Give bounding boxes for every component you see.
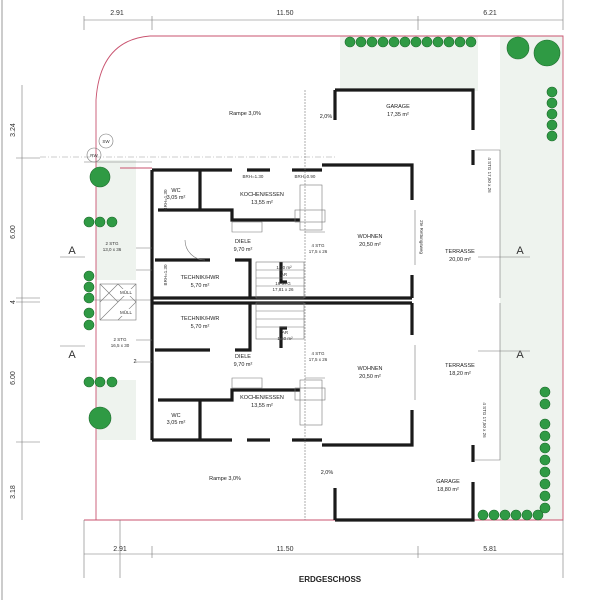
terrace-top-name: TERRASSE [445, 249, 475, 255]
wc-bottom-area: 3,05 m² [167, 420, 186, 426]
garage-top-area: 17,35 m² [387, 112, 409, 118]
terrace-bottom-name: TERRASSE [445, 363, 475, 369]
dim-top-1: 2.91 [110, 10, 124, 17]
dim-left-3: 4 [10, 300, 17, 304]
garden-stairs-top: 4 STG 17,50 x 26 [487, 157, 492, 193]
house-top-labels: Rampe 3,0% 2,0% GARAGE 17,35 m² BRH=1.30… [103, 104, 492, 292]
slope-top: 2,0% [320, 114, 333, 120]
brh-top-2: BRH=1.30 [163, 189, 168, 210]
section-marker-left-bottom: A [68, 349, 76, 361]
dim-bottom-1: 2.91 [113, 546, 127, 553]
kitchen-bottom-area: 13,55 m² [251, 403, 273, 409]
marker-rw-label: RW [90, 153, 98, 158]
storage-top-area: 1,50 m² [276, 265, 292, 270]
property-line [84, 35, 564, 521]
dim-top-3: 6.21 [483, 10, 497, 17]
stairs-main-top-size: 17,81 x 26 [272, 287, 294, 292]
storage-top-name: AR [281, 272, 288, 277]
kitchen-bottom-name: KOCHEN/ESSEN [240, 395, 284, 401]
trees-left [83, 166, 118, 430]
section-marker-right-bottom: A [516, 349, 524, 361]
terrace-top-area: 20,00 m² [449, 257, 471, 263]
wc-top-name: WC [171, 188, 180, 194]
plan-title: ERDGESCHOSS [299, 575, 362, 584]
marker-sw-label: SW [102, 139, 110, 144]
section-marker-right-top: A [516, 245, 524, 257]
dim-left-1: 3.24 [10, 123, 17, 137]
tech-top-name: TECHNIK/HWR [181, 275, 220, 281]
bins-label-2: MÜLL [120, 309, 133, 315]
bin-area: MÜLL MÜLL [99, 283, 137, 321]
entry-stairs-bottom-size: 16,5 x 30 [111, 343, 130, 348]
dimension-left: 3.24 6.00 4 6.00 3.18 [10, 85, 40, 520]
kitchen-top-area: 13,55 m² [251, 200, 273, 206]
hall-bottom-area: 9,70 m² [234, 362, 253, 368]
ramp-bottom: Rampe 3,0% [209, 476, 241, 482]
hall-top-name: DIELE [235, 239, 251, 245]
marker-sw [98, 133, 114, 149]
terrace-bottom-area: 18,20 m² [449, 371, 471, 377]
storage-bottom-name: AR [282, 330, 289, 335]
tech-top-area: 5,70 m² [191, 283, 210, 289]
trees [83, 36, 561, 521]
slope-bottom: 2,0% [321, 470, 334, 476]
hall-bottom-name: DIELE [235, 354, 251, 360]
dimension-top: 2.91 11.50 6.21 [83, 0, 564, 30]
interior-details [136, 90, 501, 520]
living-top-name: WOHNEN [357, 234, 382, 240]
garden-stairs-bottom: 4 STG 17,50 x 26 [482, 402, 487, 438]
kitchen-top-name: KOCHEN/ESSEN [240, 192, 284, 198]
brh-top-4: BRH=1.30 [163, 264, 168, 285]
stairs-main-top-name: 16 STG [275, 281, 291, 286]
dim-bottom-3: 5.81 [483, 546, 497, 553]
stairs-living-bottom-size: 17,5 x 26 [309, 357, 328, 362]
ramp-top: Rampe 3,0% [229, 111, 261, 117]
dimension-bottom: 2.91 11.50 5.81 [83, 520, 564, 578]
stairs-living-top-name: 4 STG [311, 243, 325, 248]
garden-strip-right [500, 36, 563, 520]
stairs-living-bottom-name: 4 STG [311, 351, 325, 356]
dim-left-2: 6.00 [10, 225, 17, 239]
garage-bottom-area: 18,80 m² [437, 487, 459, 493]
dim-bottom-2: 11.50 [277, 546, 294, 553]
tech-bottom-name: TECHNIK/HWR [181, 316, 220, 322]
living-bottom-area: 20,50 m² [359, 374, 381, 380]
entry-stairs-bottom-name: 2 STG [113, 337, 127, 342]
entry-stairs-top-name: 2 STG [105, 241, 119, 246]
entry-step-number: 2 [133, 359, 136, 365]
garage-bottom-name: GARAGE [436, 479, 460, 485]
brh-top-3: BRH=0.90 [295, 174, 316, 179]
dim-left-4: 6.00 [10, 371, 17, 385]
section-markers: A A A A [60, 245, 530, 361]
hedge-top [344, 36, 561, 67]
dim-left-5: 3.18 [10, 485, 17, 499]
living-bottom-name: WOHNEN [357, 366, 382, 372]
dim-top-2: 11.50 [277, 10, 294, 17]
storage-bottom-area: 1,50 m² [277, 336, 293, 341]
wc-bottom-name: WC [171, 413, 180, 419]
bins-label-1: MÜLL [120, 289, 133, 295]
hedge-right [477, 86, 558, 521]
house-bottom-labels: TECHNIK/HWR 5,70 m² AR 1,50 m² DIELE 9,7… [111, 316, 487, 493]
escape-route: 2te Rettungsweg [419, 220, 424, 254]
living-top-area: 20,50 m² [359, 242, 381, 248]
wc-top-area: 3,05 m² [167, 195, 186, 201]
hall-top-area: 9,70 m² [234, 247, 253, 253]
brh-top-1: BRH=1.30 [243, 174, 264, 179]
section-marker-left-top: A [68, 245, 76, 257]
garage-top-name: GARAGE [386, 104, 410, 110]
marker-rw [86, 147, 102, 163]
stairs-living-top-size: 17,5 x 26 [309, 249, 328, 254]
entry-stairs-top-size: 13,0 x 36 [103, 247, 122, 252]
tech-bottom-area: 5,70 m² [191, 324, 210, 330]
